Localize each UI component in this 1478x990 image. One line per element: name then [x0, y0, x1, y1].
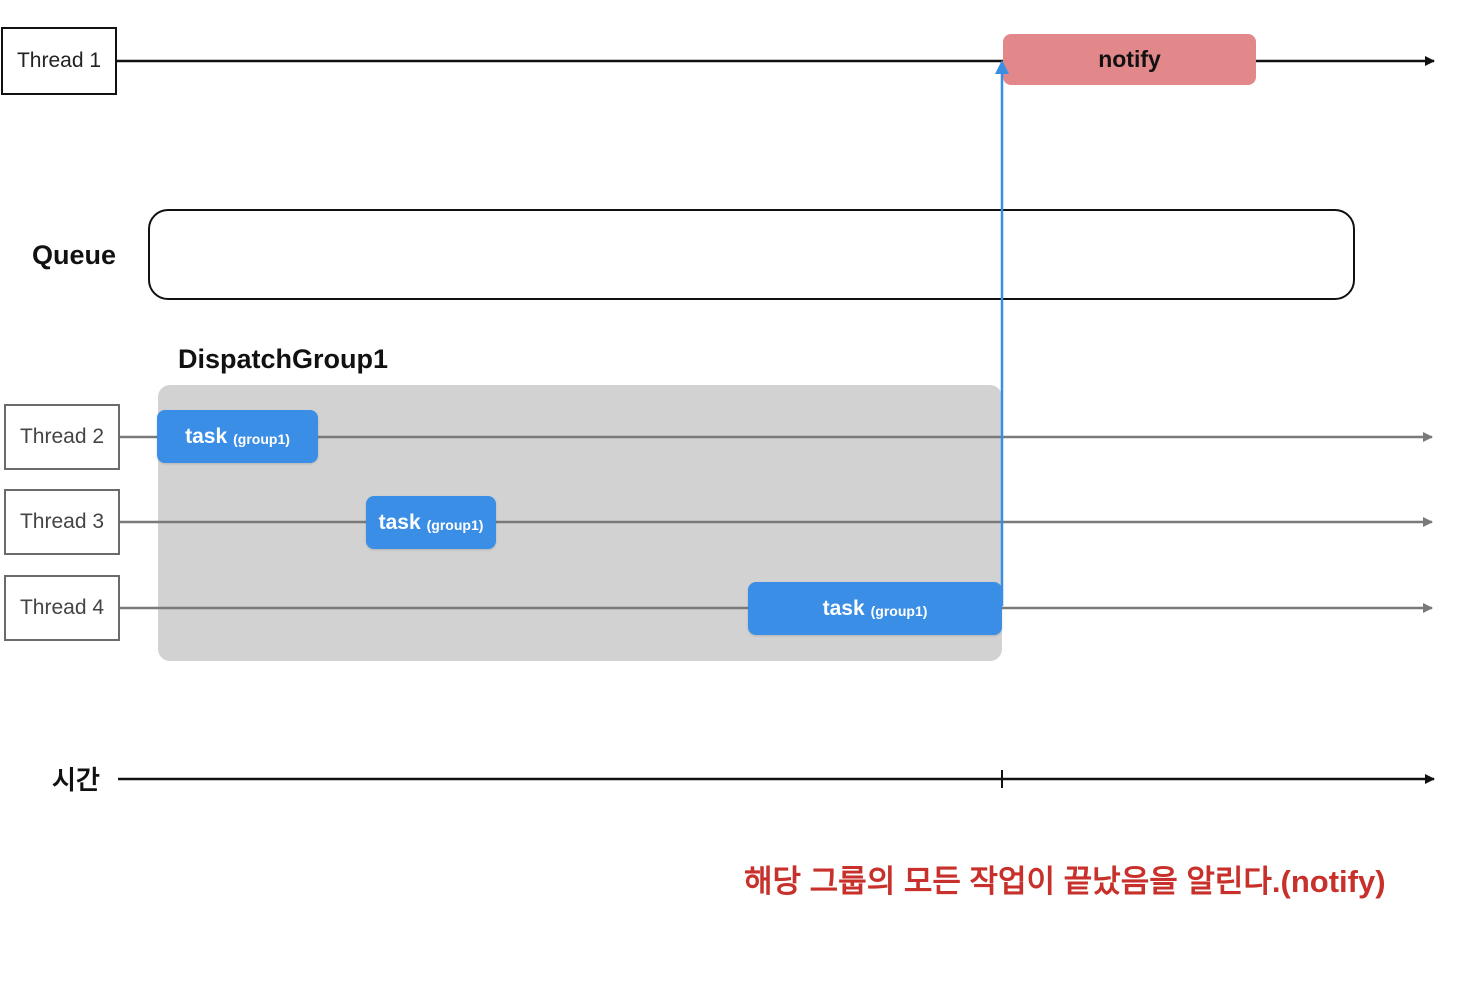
task-block-thread-4: task (group1) — [748, 582, 1002, 635]
task-group-tag: (group1) — [870, 602, 928, 619]
thread-2-box: Thread 2 — [4, 404, 120, 470]
notify-block: notify — [1003, 34, 1256, 85]
queue-label: Queue — [32, 240, 117, 270]
task-block-thread-2: task (group1) — [157, 410, 318, 463]
task-group-tag: (group1) — [233, 430, 290, 447]
queue-box — [148, 209, 1355, 300]
thread-4-box: Thread 4 — [4, 575, 120, 641]
thread-1-box: Thread 1 — [1, 27, 117, 95]
dispatch-group-title: DispatchGroup1 — [178, 344, 389, 374]
task-label: task — [822, 596, 865, 620]
task-group-tag: (group1) — [426, 516, 484, 533]
thread-3-box: Thread 3 — [4, 489, 120, 555]
task-label: task — [378, 510, 421, 534]
task-label: task — [185, 424, 228, 448]
task-block-thread-3: task (group1) — [366, 496, 496, 549]
caption-text: 해당 그룹의 모든 작업이 끝났음을 알린다.(notify) — [744, 864, 1386, 899]
time-axis-label: 시간 — [52, 765, 100, 795]
